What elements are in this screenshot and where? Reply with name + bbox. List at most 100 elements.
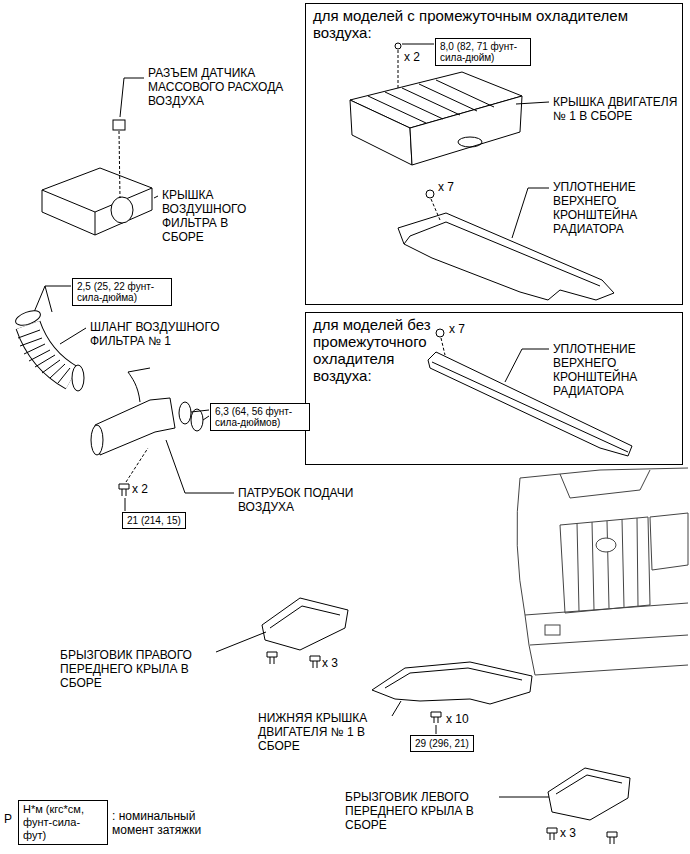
variant-panel: для моделей без промежуточного охладител…	[305, 312, 683, 465]
torque-spec-box: 29 (296, 21)	[410, 735, 474, 752]
engine-under-cover	[385, 668, 522, 688]
leader-line	[516, 102, 549, 104]
air-filter-cover	[42, 188, 152, 235]
engine-cover	[350, 100, 412, 165]
part-name: ПАТРУБОК ПОДАЧИ ВОЗДУХА	[238, 486, 373, 514]
leader-line	[216, 632, 266, 652]
legend-sample-text: Н*м (кгс*см, фунт-сила-фут)	[23, 803, 103, 842]
torque-spec-box: 6,3 (64, 56 фунт-сила-дюймов)	[210, 403, 310, 431]
intake-pipe	[95, 398, 175, 455]
leader-line	[392, 701, 401, 716]
vehicle-front	[577, 518, 638, 611]
air-filter-cover	[111, 197, 133, 223]
torque-value: 2,5 (25, 22 фунт-сила-дюйма)	[77, 281, 167, 303]
quantity: x 3	[322, 656, 338, 670]
air-hose	[18, 330, 70, 383]
maf-connector	[119, 131, 120, 198]
splash-shield	[270, 606, 340, 628]
bolt	[119, 448, 148, 511]
panel-heading: для моделей без промежуточного охладител…	[306, 313, 445, 387]
quantity: x 2	[132, 482, 148, 496]
air-hose	[14, 308, 84, 391]
clip	[436, 329, 444, 337]
air-hose	[14, 308, 43, 328]
bolt	[398, 50, 399, 88]
leader-line	[120, 78, 144, 117]
vehicle-front	[517, 478, 535, 675]
bolt	[267, 652, 320, 668]
vehicle-front	[560, 517, 650, 613]
quantity: x 7	[449, 322, 465, 336]
bolt	[431, 712, 441, 734]
quantity: x 10	[446, 712, 469, 726]
torque-value: 21 (214, 15)	[127, 515, 181, 526]
maf-connector	[113, 120, 125, 130]
bolt	[122, 489, 126, 496]
bolt	[270, 657, 317, 668]
torque-value: 29 (296, 21)	[415, 738, 469, 749]
torque-spec-box: 2,5 (25, 22 фунт-сила-дюйма)	[72, 278, 172, 306]
splash-shield	[262, 598, 348, 650]
part-name: УПЛОТНЕНИЕ ВЕРХНЕГО КРОНШТЕЙНА РАДИАТОРА	[553, 180, 663, 236]
part-name: УПЛОТНЕНИЕ ВЕРХНЕГО КРОНШТЕЙНА РАДИАТОРА	[553, 342, 663, 398]
bolt	[267, 652, 320, 661]
vehicle-front	[650, 513, 688, 570]
bolt	[547, 828, 617, 837]
bolt	[434, 717, 438, 734]
part-name: КРЫШКА ВОЗДУШНОГО ФИЛЬТРА В СБОРЕ	[162, 188, 257, 244]
legend-torque-box: Н*м (кгс*см, фунт-сила-фут)	[18, 800, 108, 845]
intake-pipe	[179, 402, 191, 424]
part-name: БРЫЗГОВИК ЛЕВОГО ПЕРЕДНЕГО КРЫЛА В СБОРЕ	[345, 790, 495, 832]
bolt	[550, 833, 614, 844]
bolt	[125, 498, 126, 511]
part-name: КРЫШКА ДВИГАТЕЛЯ № 1 В СБОРЕ	[553, 95, 681, 123]
part-name: РАЗЪЕМ ДАТЧИКА МАССОВОГО РАСХОДА ВОЗДУХА	[148, 66, 298, 108]
clip	[441, 338, 445, 355]
engine-cover	[350, 72, 522, 165]
part-name: БРЫЗГОВИК ПРАВОГО ПЕРЕДНЕГО КРЫЛА В СБОР…	[60, 648, 212, 690]
bolt	[547, 828, 617, 844]
leader-line	[166, 440, 234, 493]
vehicle-front	[520, 468, 688, 478]
part-name: ШЛАНГ ВОЗДУШНОГО ФИЛЬТРА № 1	[90, 320, 240, 348]
intake-pipe	[191, 410, 209, 420]
engine-under-cover	[372, 662, 532, 704]
part-name: НИЖНЯЯ КРЫШКА ДВИГАТЕЛЯ № 1 В СБОРЕ	[258, 711, 388, 753]
clip	[431, 199, 440, 220]
bolt	[431, 712, 441, 717]
air-filter-cover	[42, 168, 152, 235]
leader-line	[154, 196, 158, 198]
clip	[436, 329, 445, 355]
intake-pipe	[128, 368, 150, 402]
vehicle-front	[525, 603, 688, 675]
air-hose	[28, 325, 72, 378]
air-filter-cover	[42, 168, 152, 235]
torque-value: 6,3 (64, 56 фунт-сила-дюймов)	[215, 406, 305, 428]
quantity: x 2	[404, 50, 420, 64]
torque-spec-box: 21 (214, 15)	[122, 512, 186, 529]
intake-pipe	[91, 425, 103, 455]
vehicle-front	[517, 468, 688, 675]
clip	[426, 190, 434, 198]
figure-code: P	[4, 812, 12, 826]
variant-panel: для моделей с промежуточным охладителем …	[305, 3, 683, 305]
leader-line	[60, 328, 86, 344]
bolt	[126, 448, 148, 482]
engine-cover	[368, 80, 494, 123]
splash-shield	[556, 775, 622, 794]
air-hose	[28, 325, 72, 378]
leader-line	[505, 349, 549, 382]
vehicle-front	[596, 538, 616, 552]
splash-shield	[548, 768, 630, 820]
air-hose	[72, 365, 84, 391]
bolt	[395, 43, 401, 49]
quantity: x 3	[560, 826, 576, 840]
legend-note: : номинальный момент затяжки	[112, 809, 222, 837]
engine-under-cover	[372, 662, 532, 704]
bolt	[395, 43, 434, 88]
engine-cover	[458, 137, 482, 147]
clip	[426, 190, 440, 220]
torque-spec-box: 8,0 (82, 71 фунт-сила-дюйм)	[435, 38, 531, 66]
bolt	[402, 44, 434, 45]
